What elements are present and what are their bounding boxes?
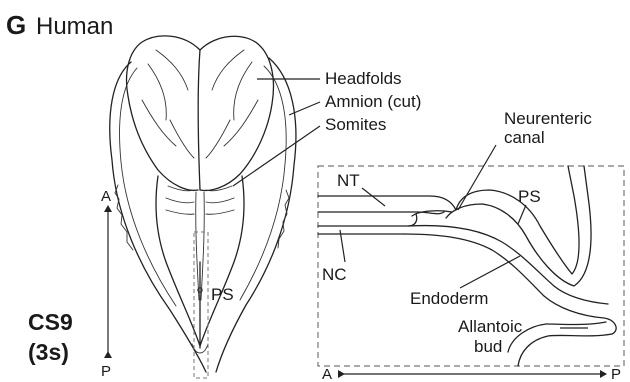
section-ps-leader [518,205,526,224]
headfolds-label: Headfolds [325,69,402,88]
neurenteric-label-line2: canal [504,128,545,147]
somites-label: Somites [325,115,386,134]
neurenteric-label-line1: Neurenteric [504,109,592,128]
section-axis-p: P [611,366,621,382]
embryo-axis-p: P [101,363,111,380]
nt-label: NT [337,171,360,190]
nc-label: NC [322,265,347,284]
stage-label-line2: (3s) [28,339,69,365]
stage-label-line1: CS9 [28,309,73,335]
amnion-label: Amnion (cut) [325,92,421,111]
section-axis-a: A [322,366,332,382]
section-ps-label: PS [518,187,541,206]
section-location-box [194,232,208,378]
headfold-right [200,36,273,190]
nt-leader [362,188,385,206]
allantoic-label-line2: bud [474,337,502,356]
endoderm-label: Endoderm [410,289,488,308]
embryo-axis-a: A [101,188,111,205]
embryo-ps-label: PS [211,285,234,304]
neurenteric-leader [458,145,496,210]
somites-leader [233,126,320,186]
headfold-left [127,36,200,190]
nc-leader [340,230,345,262]
species-label: Human [36,13,113,40]
notochord [318,214,417,234]
sagittal-section [318,145,624,374]
embryo-drawing [108,36,296,378]
endoderm-leader [460,256,520,288]
amnion-outline [110,58,296,372]
panel-letter: G [6,10,26,40]
allantoic-label-line1: Allantoic [458,317,523,336]
